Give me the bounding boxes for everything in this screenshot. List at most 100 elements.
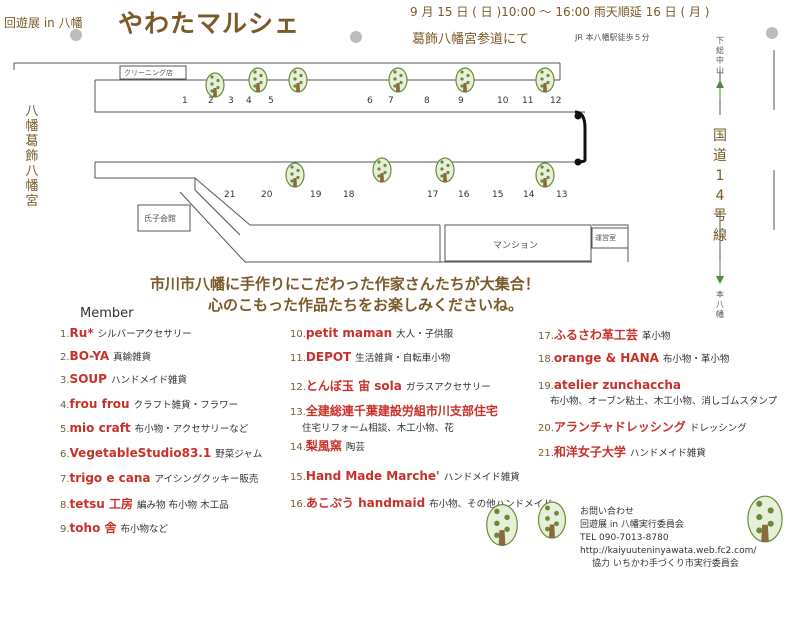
member-number: 17. (538, 331, 554, 342)
member-description: ハンドメイド雑貨 (110, 375, 187, 386)
message-line-2: 心のこもった作品たちをお楽しみくださいね。 (208, 296, 524, 314)
pin-icon (70, 29, 82, 41)
member-number: 2. (60, 352, 70, 363)
member-name: 和洋女子大学 (553, 445, 626, 459)
member-description: 革小物 (641, 331, 671, 342)
member-name: mio craft (69, 421, 131, 435)
member-number: 14. (290, 442, 306, 453)
member-description: 布小物など (120, 524, 169, 535)
member-item: 13.全建総連千葉建設労組市川支部住宅住宅リフォーム相談、木工小物、花 (290, 402, 502, 434)
hachimangu-label: 八幡葛飾八幡宮 (25, 104, 39, 209)
stall-number: 2 (208, 96, 214, 106)
contact-url: http://kaiyuuteninyawata.web.fc2.com/ (580, 546, 757, 556)
tree-icon (285, 162, 305, 188)
contact-support: 協力 いちかわ手づくり市実行委員会 (592, 559, 739, 569)
member-name: 梨風窯 (305, 439, 342, 453)
stall-number: 9 (458, 96, 464, 106)
member-item: 21.和洋女子大学ハンドメイド雑貨 (538, 443, 706, 460)
pin-icon (350, 31, 362, 43)
member-description: 陶芸 (345, 442, 365, 453)
tree-icon (455, 67, 475, 93)
stall-number: 17 (427, 190, 439, 200)
stall-number: 19 (310, 190, 322, 200)
member-number: 4. (60, 400, 70, 411)
contact-block: お問い合わせ 回遊展 in 八幡実行委員会 TEL 090-7013-8780 … (580, 506, 756, 571)
member-number: 1. (60, 329, 70, 340)
member-description: 布小物・革小物 (662, 354, 730, 365)
contact-org: 回遊展 in 八幡実行委員会 (580, 520, 684, 530)
member-number: 12. (290, 382, 306, 393)
tree-icon (486, 501, 567, 546)
event-venue: 葛飾八幡宮参道にて (412, 32, 530, 47)
member-description: ガラスアクセサリー (405, 382, 491, 393)
member-item: 20.アランチャドレッシングドレッシング (538, 418, 747, 435)
stall-number: 5 (268, 96, 274, 106)
member-description: ハンドメイド雑貨 (629, 448, 706, 459)
member-number: 10. (290, 329, 306, 340)
member-number: 9. (60, 524, 70, 535)
member-item: 17.ふるさわ革工芸革小物 (538, 326, 670, 343)
ujiko-hall-label: 氏子会館 (144, 214, 176, 223)
stall-number: 13 (556, 190, 568, 200)
member-description: ハンドメイド雑貨 (443, 472, 520, 483)
member-name: tetsu 工房 (69, 497, 134, 511)
route14-label: 国道14号線 (713, 128, 727, 244)
member-item: 8.tetsu 工房編み物 布小物 木工品 (60, 495, 229, 512)
member-name: frou frou (69, 397, 130, 411)
stall-number: 20 (261, 190, 273, 200)
member-name: BO-YA (69, 349, 110, 363)
event-date: 9 月 15 日 ( 日 )10:00 ～ 16:00 雨天順延 16 日 ( … (410, 5, 710, 19)
access-note: JR 本八幡駅徒歩５分 (575, 33, 650, 42)
member-item: 15.Hand Made Marche'ハンドメイド雑貨 (290, 469, 520, 483)
member-number: 15. (290, 472, 306, 483)
message-line-1: 市川市八幡に手作りにこだわった作家さんたちが大集合！ (150, 275, 540, 293)
stall-number: 15 (492, 190, 504, 200)
member-number: 3. (60, 375, 70, 386)
member-description: 生活雑貨・自転車小物 (355, 353, 451, 364)
tree-icon (388, 67, 408, 93)
member-name: Hand Made Marche' (305, 469, 440, 483)
member-number: 19. (538, 381, 554, 392)
member-description: ドレッシング (689, 423, 747, 434)
tree-icon (288, 67, 308, 93)
tree-icon (435, 157, 455, 183)
member-description: 大人・子供服 (396, 329, 454, 340)
member-description: 布小物、その他ハンドメイド (429, 499, 553, 510)
member-number: 18. (538, 354, 554, 365)
member-number: 21. (538, 448, 554, 459)
member-description: 住宅リフォーム相談、木工小物、花 (302, 423, 454, 434)
member-item: 1.Ru*シルバーアクセサリー (60, 326, 192, 340)
member-number: 5. (60, 424, 70, 435)
tour-label: 回遊展 in 八幡 (4, 16, 83, 30)
stall-number: 21 (224, 190, 236, 200)
member-description: 布小物、オーブン粘土、木工小物、消しゴムスタンプ (550, 396, 778, 407)
pin-icon (766, 27, 778, 39)
tree-icon (537, 501, 567, 539)
member-name: toho 舎 (69, 521, 117, 535)
member-description: アイシングクッキー販売 (154, 474, 259, 485)
member-name: ふるさわ革工芸 (553, 328, 638, 342)
tree-icon (747, 495, 783, 543)
motoyawata-label: 本八幡 (716, 290, 724, 319)
member-name: あこぷう handmaid (305, 496, 426, 510)
stall-number: 3 (228, 96, 234, 106)
member-name: VegetableStudio83.1 (69, 446, 212, 460)
stall-number: 18 (343, 190, 355, 200)
member-description: 布小物・アクセサリーなど (134, 424, 249, 435)
member-number: 16. (290, 499, 306, 510)
member-name: SOUP (69, 372, 107, 386)
member-item: 9.toho 舎布小物など (60, 519, 168, 536)
stall-number: 6 (367, 96, 373, 106)
tree-icon (535, 162, 555, 188)
member-description: シルバーアクセサリー (97, 329, 192, 340)
member-item: 14.梨風窯陶芸 (290, 437, 365, 454)
